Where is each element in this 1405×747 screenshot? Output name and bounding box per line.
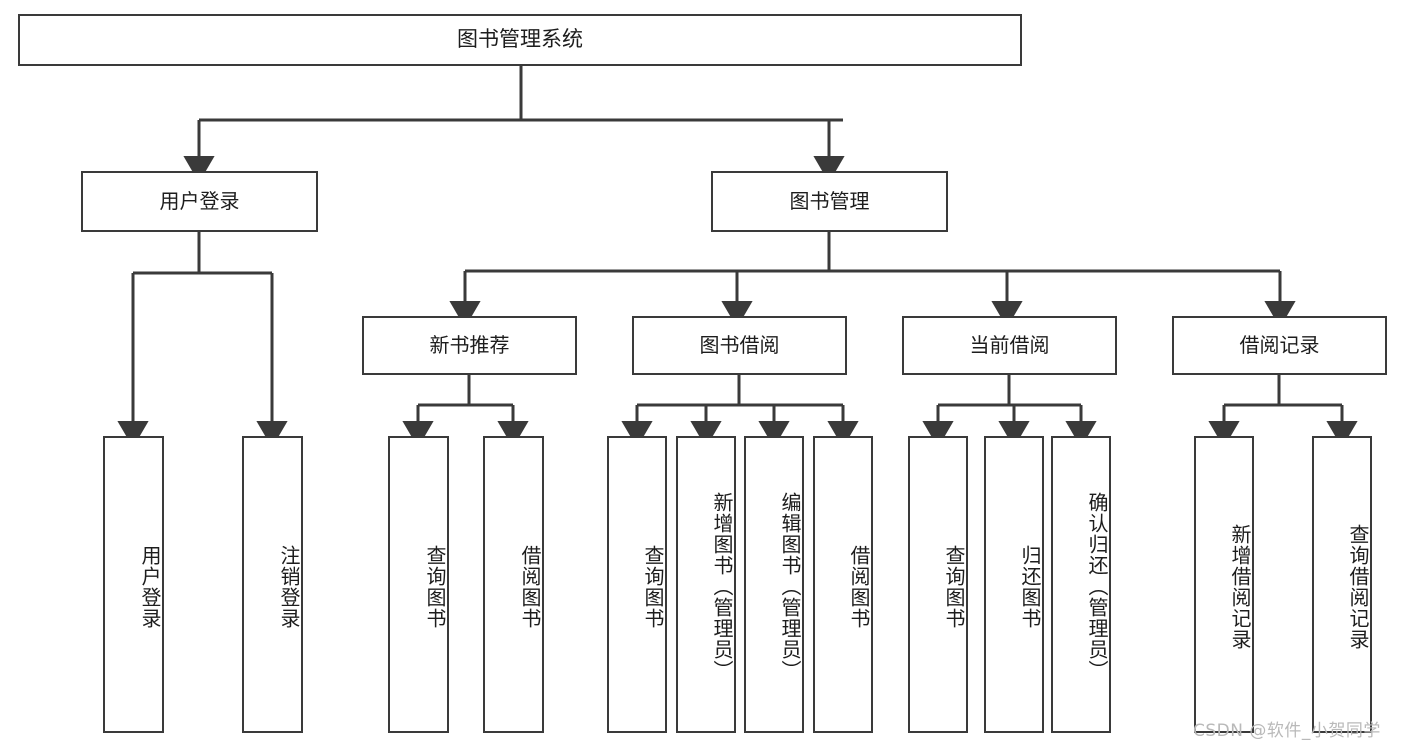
node-label: 新增图书（管理员） — [710, 492, 734, 681]
node-label: 借阅图书 — [518, 544, 542, 629]
node-leaf-borrow-book[interactable]: 借阅图书 — [813, 436, 873, 733]
node-leaf-query-book-current[interactable]: 查询图书 — [908, 436, 968, 733]
node-leaf-query-book-borrow[interactable]: 查询图书 — [607, 436, 667, 733]
node-book-management-system[interactable]: 图书管理系统 — [18, 14, 1022, 66]
node-leaf-query-borrow-record[interactable]: 查询借阅记录 — [1312, 436, 1372, 733]
node-label: 图书管理 — [789, 189, 870, 214]
node-leaf-user-logout[interactable]: 注销登录 — [242, 436, 303, 733]
node-label: 查询借阅记录 — [1346, 523, 1370, 650]
node-label: 归还图书 — [1018, 544, 1042, 629]
node-label: 图书管理系统 — [457, 27, 583, 52]
node-leaf-confirm-return-admin[interactable]: 确认归还（管理员） — [1051, 436, 1111, 733]
node-borrow-record[interactable]: 借阅记录 — [1172, 316, 1387, 375]
node-leaf-add-book-admin[interactable]: 新增图书（管理员） — [676, 436, 736, 733]
node-label: 编辑图书（管理员） — [778, 492, 802, 681]
node-label: 用户登录 — [159, 189, 240, 214]
node-label: 查询图书 — [641, 544, 665, 629]
csdn-watermark: CSDN @软件_小贺同学 — [1193, 721, 1381, 741]
node-label: 借阅图书 — [847, 544, 871, 629]
node-label: 图书借阅 — [699, 333, 780, 358]
node-book-borrow[interactable]: 图书借阅 — [632, 316, 847, 375]
node-label: 用户登录 — [138, 544, 162, 629]
node-new-book-recommend[interactable]: 新书推荐 — [362, 316, 577, 375]
node-book-manage[interactable]: 图书管理 — [711, 171, 948, 232]
node-leaf-add-borrow-record[interactable]: 新增借阅记录 — [1194, 436, 1254, 733]
node-label: 当前借阅 — [969, 333, 1050, 358]
node-leaf-return-book[interactable]: 归还图书 — [984, 436, 1044, 733]
node-leaf-user-login[interactable]: 用户登录 — [103, 436, 164, 733]
node-leaf-edit-book-admin[interactable]: 编辑图书（管理员） — [744, 436, 804, 733]
node-leaf-borrow-book-recommend[interactable]: 借阅图书 — [483, 436, 544, 733]
node-label: 新书推荐 — [429, 333, 510, 358]
node-label: 查询图书 — [942, 544, 966, 629]
node-user-login[interactable]: 用户登录 — [81, 171, 318, 232]
node-label: 新增借阅记录 — [1228, 523, 1252, 650]
node-label: 确认归还（管理员） — [1085, 492, 1109, 681]
node-current-borrow[interactable]: 当前借阅 — [902, 316, 1117, 375]
node-leaf-query-book-recommend[interactable]: 查询图书 — [388, 436, 449, 733]
node-label: 注销登录 — [277, 544, 301, 629]
node-label: 查询图书 — [423, 544, 447, 629]
node-label: 借阅记录 — [1239, 333, 1320, 358]
